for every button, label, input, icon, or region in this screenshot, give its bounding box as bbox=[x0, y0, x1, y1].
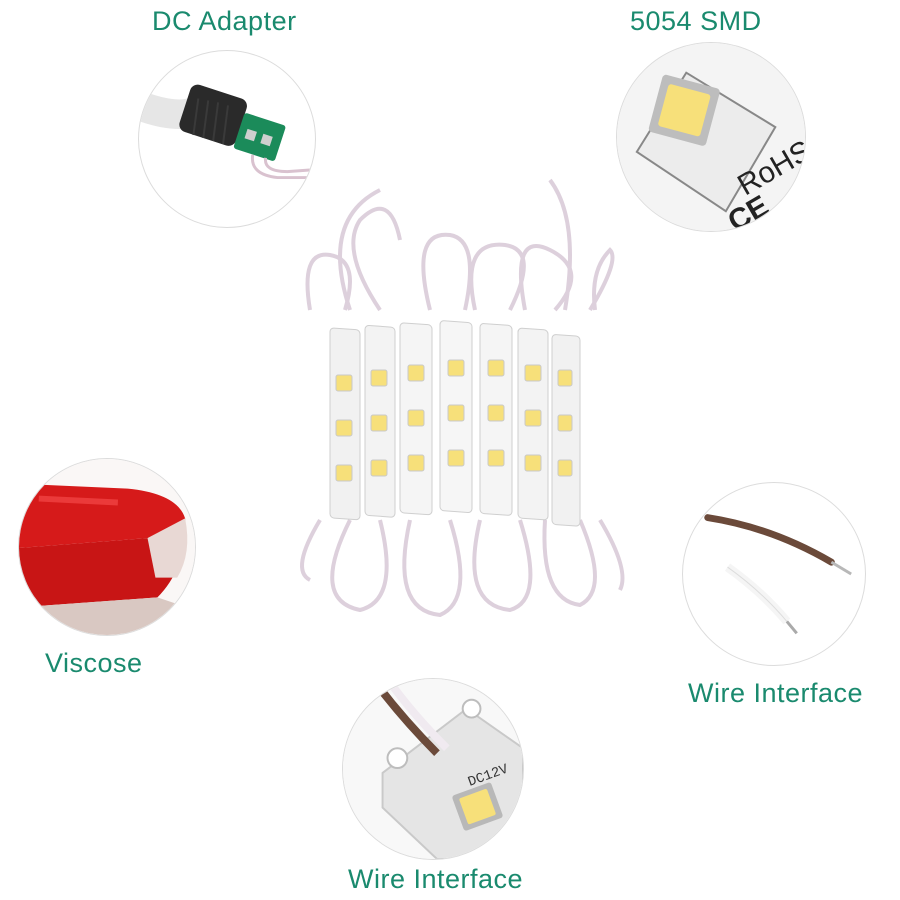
led-module-bundle bbox=[300, 178, 625, 618]
dc-adapter-image bbox=[138, 50, 316, 228]
label-viscose: Viscose bbox=[45, 648, 143, 678]
wire-ends-image bbox=[682, 482, 866, 666]
label-5054-smd: 5054 SMD bbox=[630, 6, 762, 36]
led-strips bbox=[329, 320, 581, 527]
top-wire-loops bbox=[305, 178, 615, 312]
label-dc-adapter: DC Adapter bbox=[152, 6, 297, 36]
label-wire-interface-right: Wire Interface bbox=[688, 678, 864, 708]
viscose-image bbox=[18, 458, 196, 636]
bottom-wire-loops bbox=[300, 518, 625, 618]
smd-chip-image: CE RoHS bbox=[616, 42, 806, 232]
module-closeup-image: DC12V bbox=[342, 678, 524, 860]
label-wire-interface-bottom: Wire Interface bbox=[348, 864, 524, 894]
